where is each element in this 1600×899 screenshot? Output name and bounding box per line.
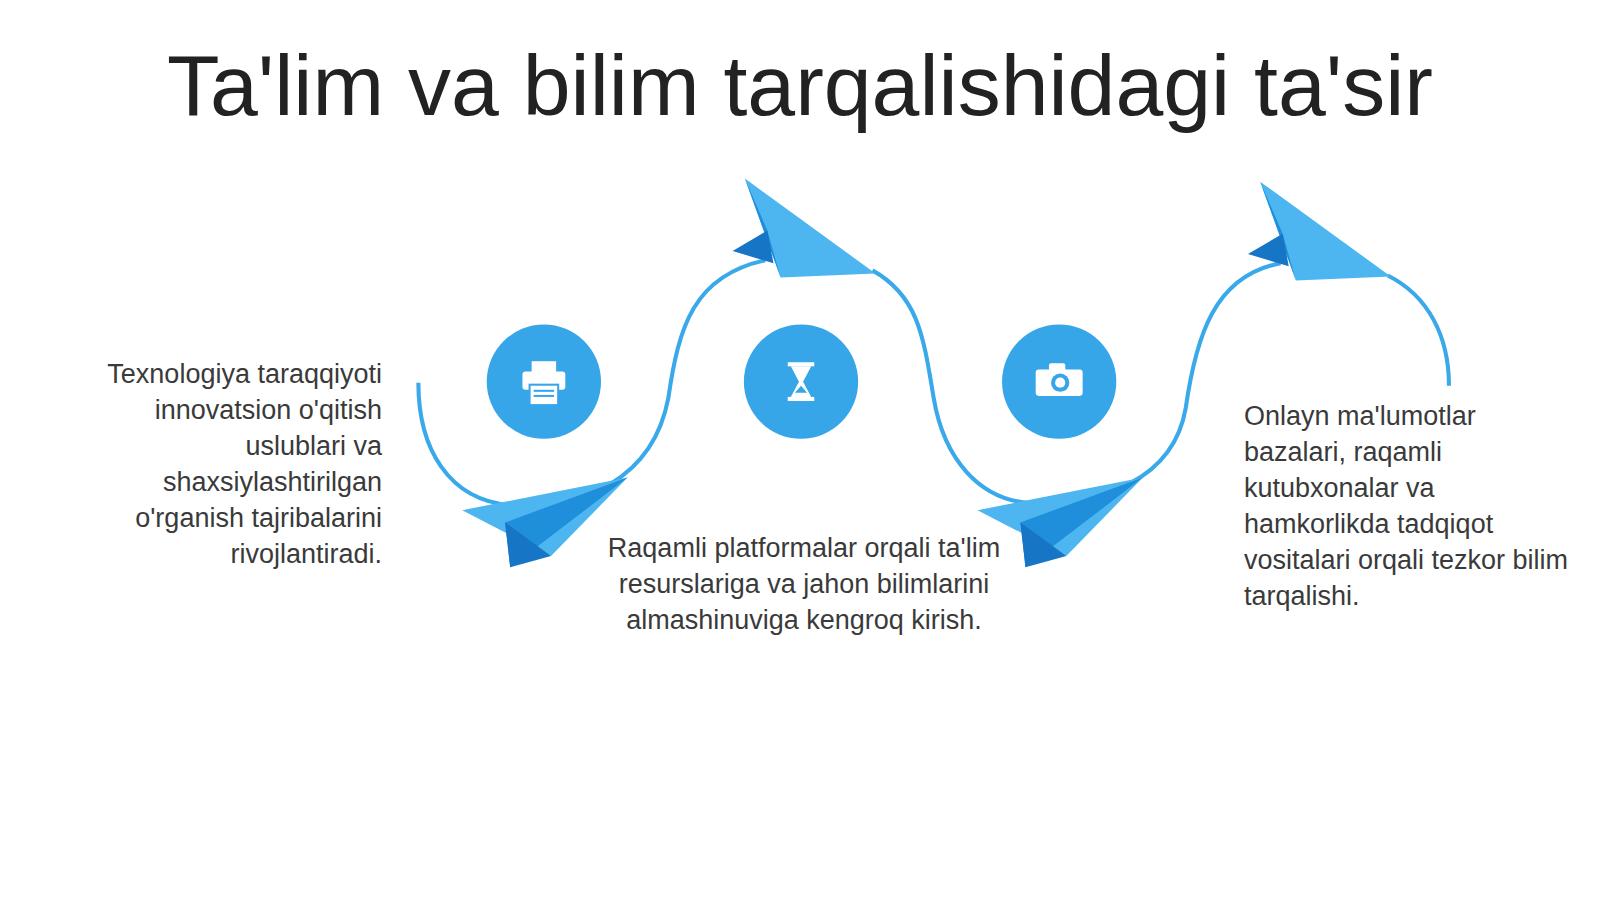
icon-circle [744,324,858,438]
wave-line [872,263,1280,503]
wave-line [1388,276,1449,386]
icon-circle [1002,324,1116,438]
wave-line [418,260,765,505]
hourglass-icon [788,362,815,401]
printer-icon [522,361,565,405]
paper-plane [733,179,876,278]
paper-plane [462,478,627,568]
description-text: Onlayn ma'lumotlar bazalari, raqamli kut… [1244,398,1574,614]
diagram-title: Ta'lim va bilim tarqalishidagi ta'sir [0,30,1600,140]
paper-plane [1248,182,1391,281]
camera-icon [1036,363,1083,396]
description-text: Raqamli platformalar orqali ta'lim resur… [604,530,1004,638]
paper-plane [978,478,1143,568]
icon-circle [487,324,601,438]
description-text: Texnologiya taraqqiyoti innovatsion o'qi… [60,356,382,572]
